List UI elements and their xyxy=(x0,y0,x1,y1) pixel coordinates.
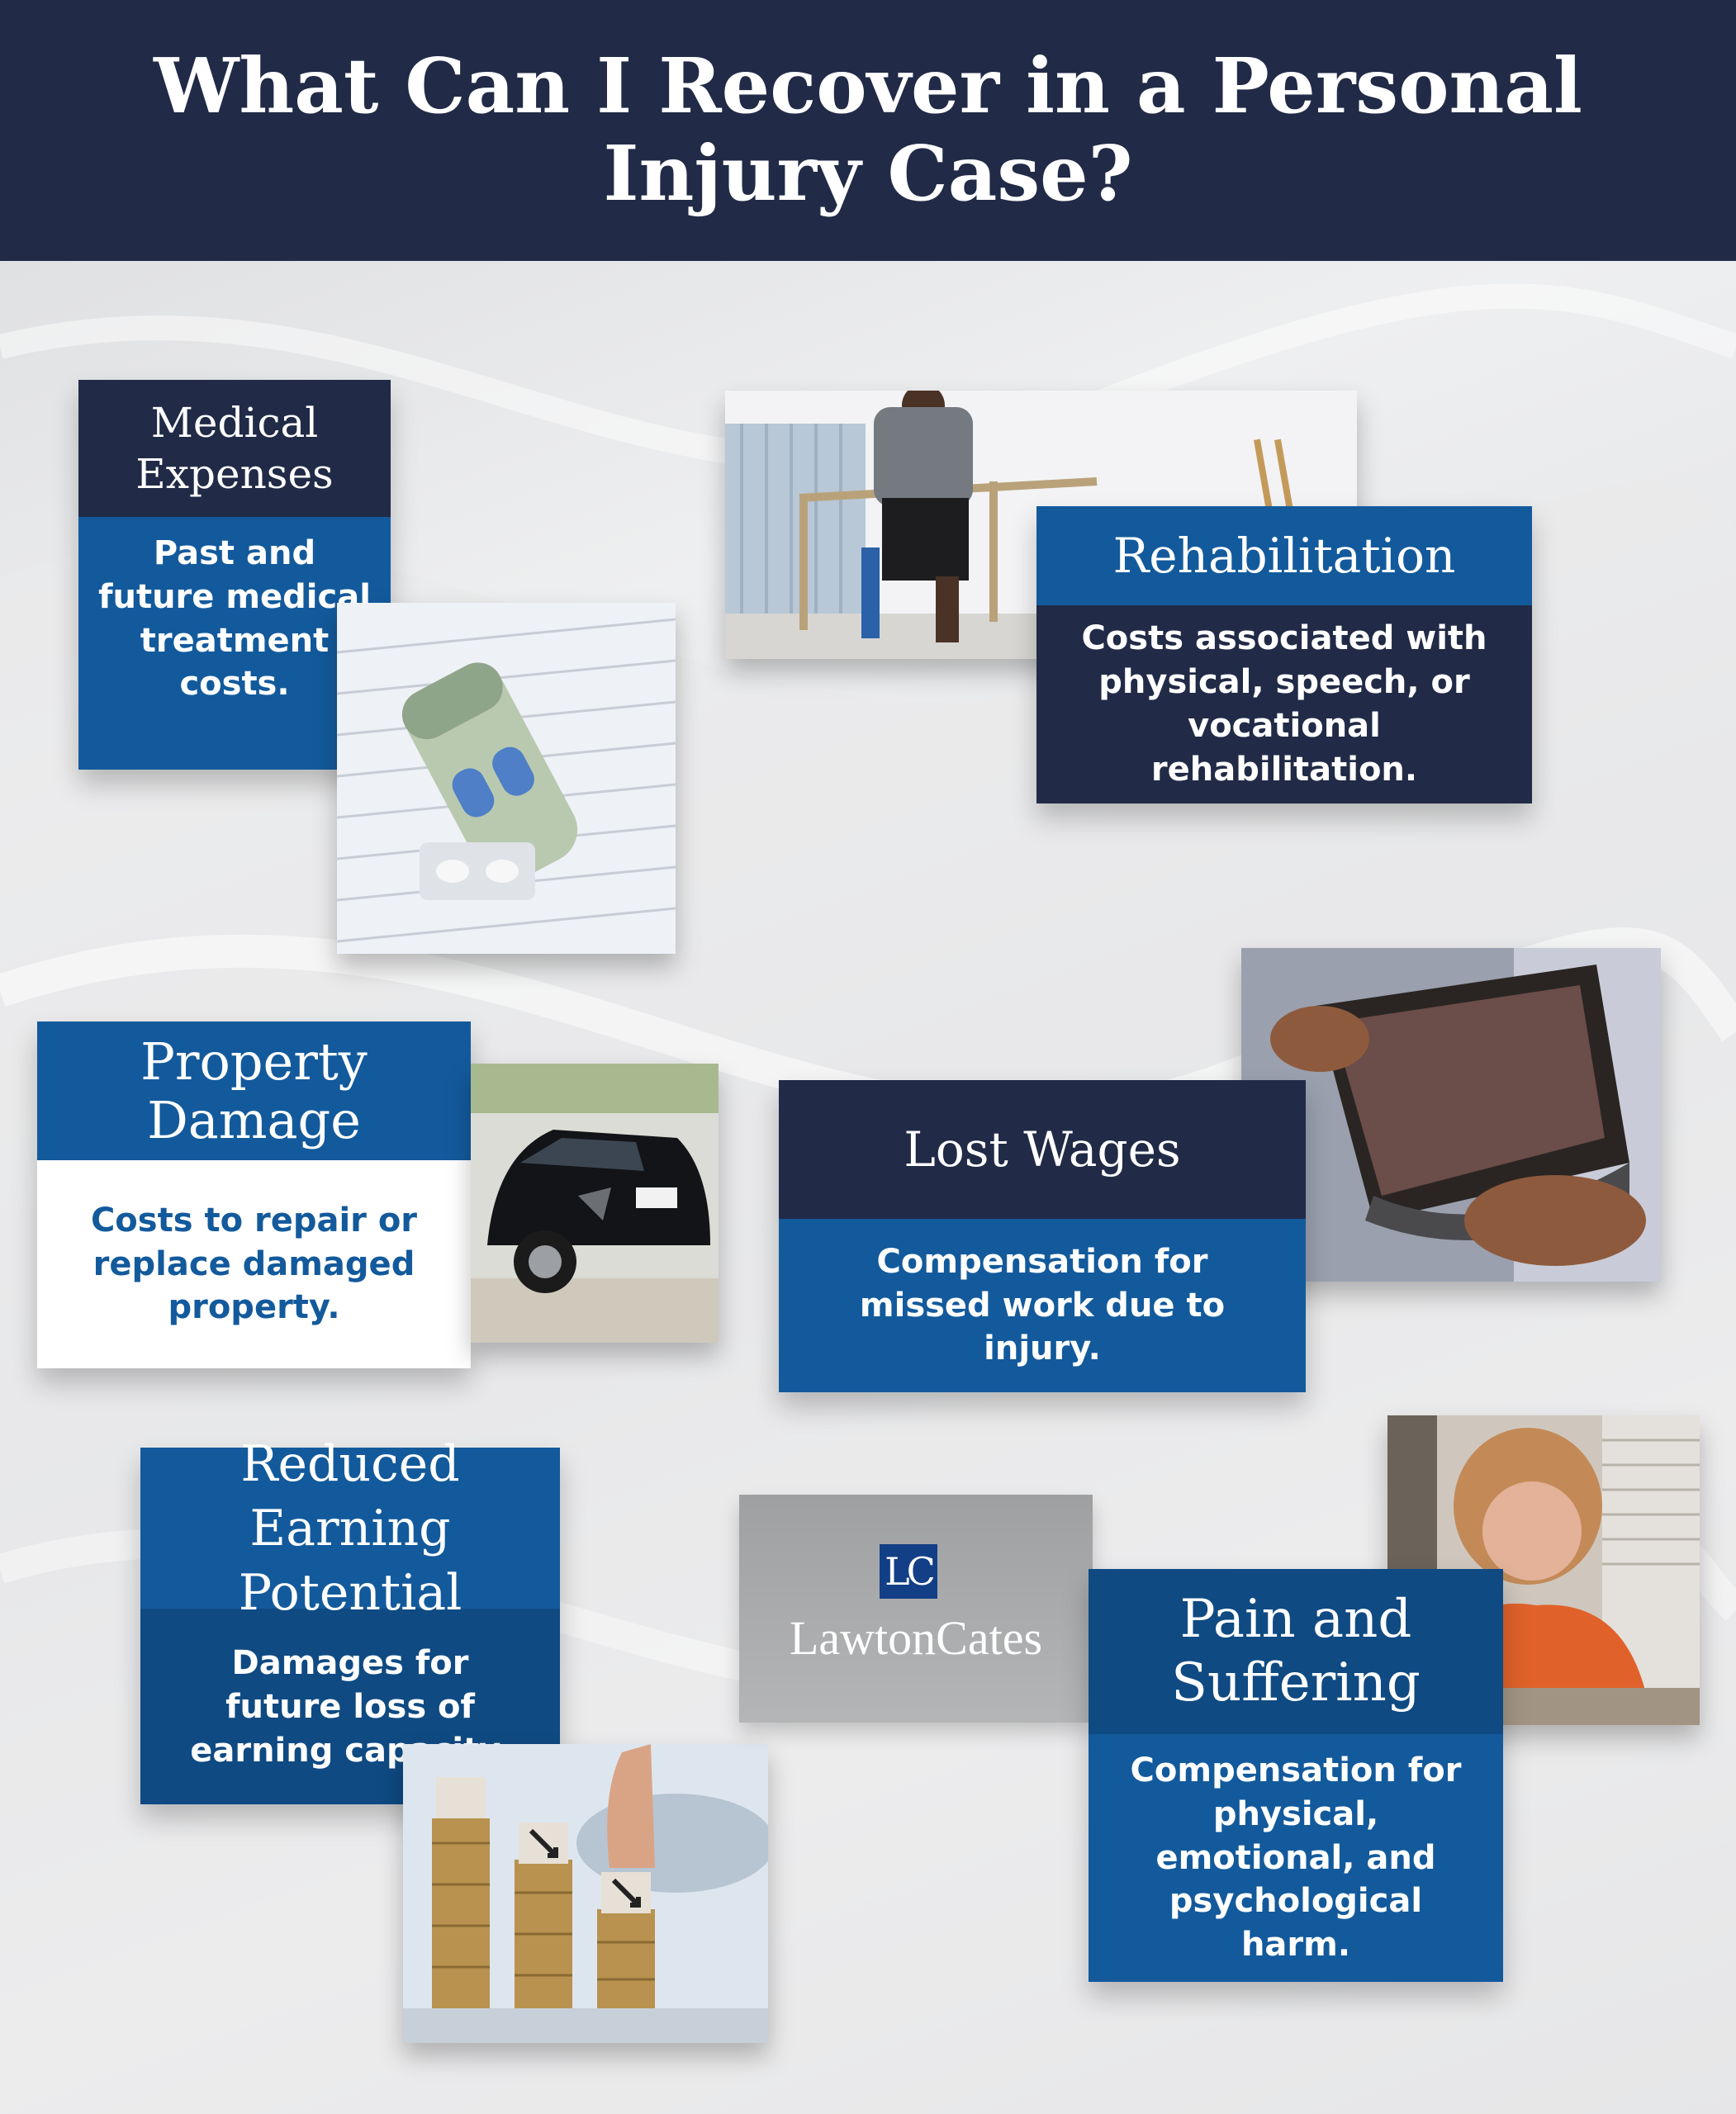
lost-wages-text: Compensation for missed work due to inju… xyxy=(779,1219,1306,1392)
money-and-pills-photo xyxy=(337,603,676,954)
pain-suffering-card: Pain and Suffering Compensation for phys… xyxy=(1089,1569,1503,1982)
pain-suffering-title: Pain and Suffering xyxy=(1089,1569,1503,1734)
logo-name: LawtonCates xyxy=(789,1611,1043,1665)
property-damage-card: Property Damage Costs to repair or repla… xyxy=(37,1021,471,1368)
lost-wages-card: Lost Wages Compensation for missed work … xyxy=(779,1080,1306,1392)
lost-wages-title: Lost Wages xyxy=(779,1080,1306,1219)
header-banner: What Can I Recover in a Personal Injury … xyxy=(0,0,1736,261)
pain-suffering-text: Compensation for physical, emotional, an… xyxy=(1089,1734,1503,1982)
reduced-earning-title: Reduced Earning Potential xyxy=(140,1435,560,1622)
damaged-car-photo xyxy=(471,1064,719,1343)
rehabilitation-title: Rehabilitation xyxy=(1036,506,1532,605)
property-damage-title: Property Damage xyxy=(37,1021,471,1160)
rehabilitation-card: Rehabilitation Costs associated with phy… xyxy=(1036,506,1532,803)
rehabilitation-text: Costs associated with physical, speech, … xyxy=(1036,605,1532,803)
page-title: What Can I Recover in a Personal Injury … xyxy=(154,41,1582,218)
coin-stacks-photo xyxy=(403,1744,768,2043)
lawtoncates-logo: LC LawtonCates xyxy=(739,1495,1093,1723)
property-damage-text: Costs to repair or replace damaged prope… xyxy=(37,1160,471,1368)
medical-expenses-title: Medical Expenses xyxy=(78,380,391,517)
empty-wallet-photo xyxy=(1241,948,1661,1282)
logo-mark: LC xyxy=(880,1544,937,1599)
